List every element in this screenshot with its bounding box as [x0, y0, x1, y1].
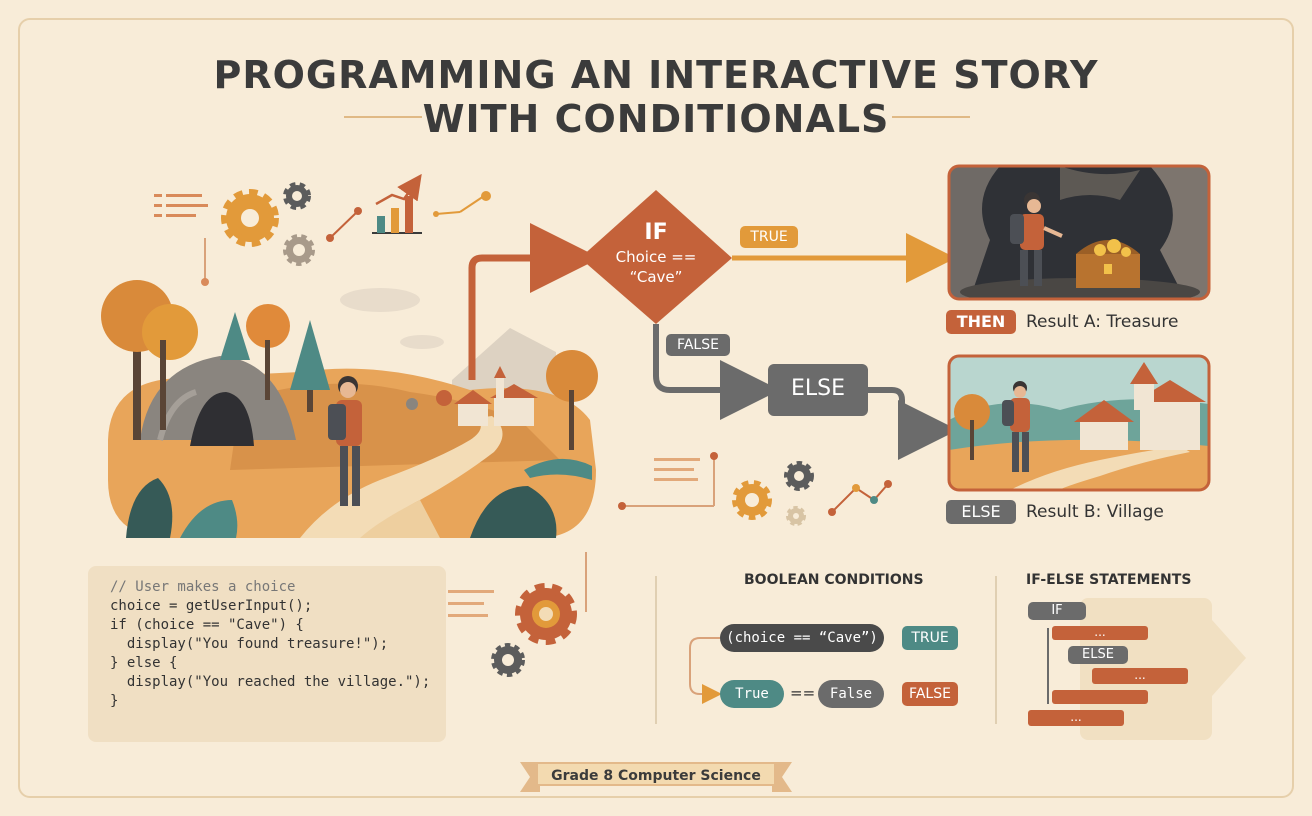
boolean-expression: (choice == “Cave”) — [720, 624, 884, 652]
if-keyword: IF — [644, 220, 668, 245]
ifelse-backdrop-arrow — [1212, 620, 1246, 696]
gear-icon — [283, 234, 315, 266]
false-branch-arrow — [653, 324, 780, 420]
pine-tree — [220, 312, 330, 412]
grade-badge: Grade 8 Computer Science — [538, 762, 774, 786]
boolean-false-operand: False — [818, 680, 884, 708]
hiker-figure — [328, 376, 362, 506]
boolean-true-label: TRUE — [902, 626, 958, 650]
boolean-false-label: FALSE — [902, 682, 958, 706]
result-b-tag: ELSE — [946, 500, 1016, 524]
node-graph-icon — [326, 207, 362, 242]
else-box — [768, 364, 868, 416]
cave-illustration — [140, 356, 296, 446]
gear-icon — [283, 182, 311, 210]
node-graph-icon — [828, 480, 892, 516]
treasure-scene — [949, 166, 1209, 299]
code-line: choice = getUserInput(); — [110, 598, 313, 614]
boolean-operator: == — [790, 684, 816, 702]
ribbon-right-tail — [772, 762, 792, 792]
if-diamond — [580, 190, 732, 324]
ifelse-ellipsis: ... — [1094, 625, 1106, 639]
ribbon-left-tail — [520, 762, 540, 792]
result-a-tag: THEN — [946, 310, 1016, 334]
flow-arrow-to-if — [468, 223, 600, 380]
code-block: // User makes a choice choice = getUserI… — [88, 566, 446, 742]
gear-icon — [221, 189, 279, 247]
code-line: if (choice == "Cave") { — [110, 617, 304, 633]
title-rule-right — [892, 116, 970, 118]
ifelse-panel-heading: IF-ELSE STATEMENTS — [1026, 572, 1192, 588]
gear-icon — [491, 643, 525, 677]
autumn-tree — [246, 304, 598, 450]
page-title-line-1: PROGRAMMING AN INTERACTIVE STORY — [213, 53, 1099, 97]
boolean-panel-heading: BOOLEAN CONDITIONS — [744, 572, 924, 588]
landscape-illustration — [101, 280, 598, 538]
boolean-true-operand: True — [720, 680, 784, 708]
hiker-figure — [1010, 192, 1063, 286]
bar-chart-icon — [372, 173, 422, 234]
code-line: display("You found treasure!"); — [110, 636, 389, 652]
connector-dot — [710, 452, 718, 460]
ifelse-ellipsis: ... — [1070, 710, 1082, 724]
boolean-connector — [689, 637, 722, 704]
gear-icon — [786, 506, 806, 526]
ifelse-bar — [1052, 690, 1148, 704]
page-title-line-2: WITH CONDITIONALS — [422, 97, 890, 141]
code-line: // User makes a choice — [110, 579, 296, 595]
result-a-text: Result A: Treasure — [1026, 312, 1179, 332]
treasure-chest-illustration — [1076, 239, 1140, 288]
code-line: display("You reached the village."); — [110, 674, 431, 690]
if-condition-line-1: Choice == — [615, 248, 697, 266]
ifelse-ellipsis: ... — [1134, 668, 1146, 682]
ifelse-bar — [1028, 710, 1124, 726]
ifelse-bar — [1092, 668, 1188, 684]
ifelse-bar — [1052, 626, 1148, 640]
false-branch-label: FALSE — [666, 334, 730, 356]
gear-icon — [732, 480, 772, 520]
text-lines-icon — [654, 458, 700, 481]
code-line: } else { — [110, 655, 178, 671]
node-graph-icon — [433, 191, 491, 217]
connector-dot — [201, 278, 209, 286]
code-line: } — [110, 693, 119, 709]
gear-icon — [784, 461, 814, 491]
page-frame — [18, 18, 1294, 798]
village-scene — [949, 356, 1209, 490]
result-a-frame — [947, 164, 1211, 301]
connector-dot — [618, 502, 626, 510]
result-b-frame — [947, 354, 1211, 492]
gear-icon — [515, 583, 577, 645]
else-box-label: ELSE — [790, 376, 846, 401]
ifelse-else-label: ELSE — [1068, 646, 1128, 664]
hiker-figure — [1002, 381, 1030, 472]
village-illustration — [454, 366, 538, 426]
autumn-tree — [101, 280, 198, 440]
result-b-text: Result B: Village — [1026, 502, 1164, 522]
if-condition-line-2: “Cave” — [629, 268, 683, 286]
else-branch-arrow — [868, 387, 958, 460]
title-rule-left — [344, 116, 422, 118]
text-lines-icon — [154, 194, 208, 217]
true-branch-label: TRUE — [740, 226, 798, 248]
ifelse-if-label: IF — [1028, 602, 1086, 620]
